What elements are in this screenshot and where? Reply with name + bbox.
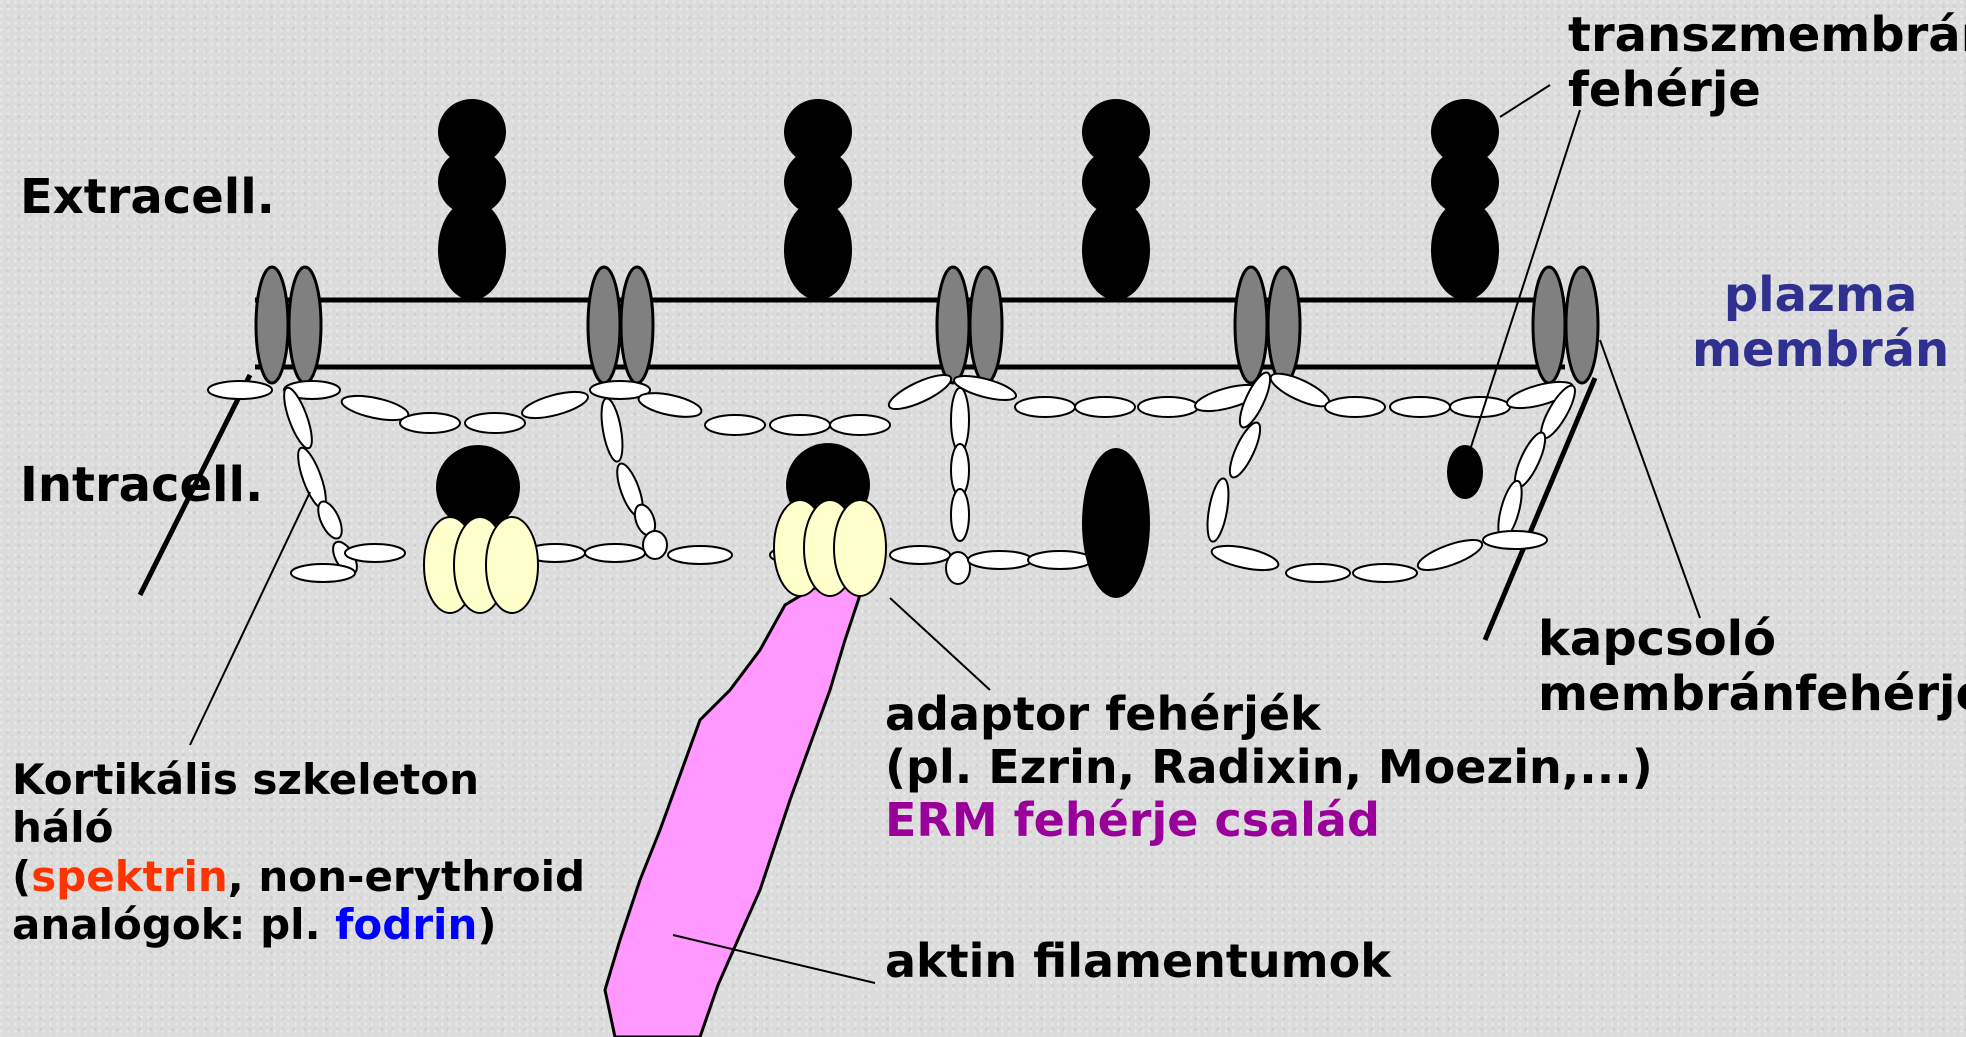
linker-label-line1: kapcsoló: [1538, 612, 1966, 667]
cortical-skeleton-label: Kortikális szkeleton háló (spektrin, non…: [12, 756, 585, 949]
black-protein: [1082, 448, 1150, 598]
small-protein-dot: [1447, 445, 1483, 499]
plasma-label-line1: plazma: [1692, 268, 1949, 323]
transmembrane-protein-label: transzmembrán fehérje: [1568, 8, 1966, 118]
close-paren: ): [477, 900, 496, 949]
transmembrane-protein: [1431, 99, 1499, 300]
analog-text: analógok: pl.: [12, 900, 335, 949]
linker-protein-pair: [1533, 267, 1598, 383]
adaptor-label-line2: (pl. Ezrin, Radixin, Moezin,...): [885, 741, 1653, 794]
transmembrane-protein: [784, 99, 852, 300]
transmembrane-label-line1: transzmembrán: [1568, 8, 1966, 63]
cortical-label-line3: (spektrin, non-erythroid: [12, 853, 585, 901]
spectrin-term: spektrin: [31, 852, 228, 901]
extracellular-label: Extracell.: [20, 170, 275, 225]
actin-filaments-label: aktin filamentumok: [885, 935, 1391, 988]
cortical-label-line2: háló: [12, 804, 585, 852]
transmembrane-protein: [1082, 99, 1150, 300]
plasma-label-line2: membrán: [1692, 323, 1949, 378]
cortical-label-line1: Kortikális szkeleton: [12, 756, 585, 804]
adaptor-label-line1: adaptor fehérjék: [885, 688, 1653, 741]
adaptor-protein-complex: [424, 445, 538, 613]
plasma-membrane-label: plazma membrán: [1692, 268, 1949, 378]
fodrin-term: fodrin: [335, 900, 477, 949]
intracellular-label: Intracell.: [20, 458, 263, 513]
spectrin-network: [208, 367, 1581, 584]
transmembrane-label-line2: fehérje: [1568, 63, 1966, 118]
adaptor-proteins-label: adaptor fehérjék (pl. Ezrin, Radixin, Mo…: [885, 688, 1653, 847]
cortical-label-line4: analógok: pl. fodrin): [12, 901, 585, 949]
cortical-mid-text: , non-erythroid: [228, 852, 585, 901]
erm-family-label: ERM fehérje család: [885, 794, 1653, 847]
transmembrane-protein: [438, 99, 506, 300]
adaptor-protein-complex: [774, 500, 886, 596]
open-paren: (: [12, 852, 31, 901]
actin-filament: [605, 580, 860, 1037]
